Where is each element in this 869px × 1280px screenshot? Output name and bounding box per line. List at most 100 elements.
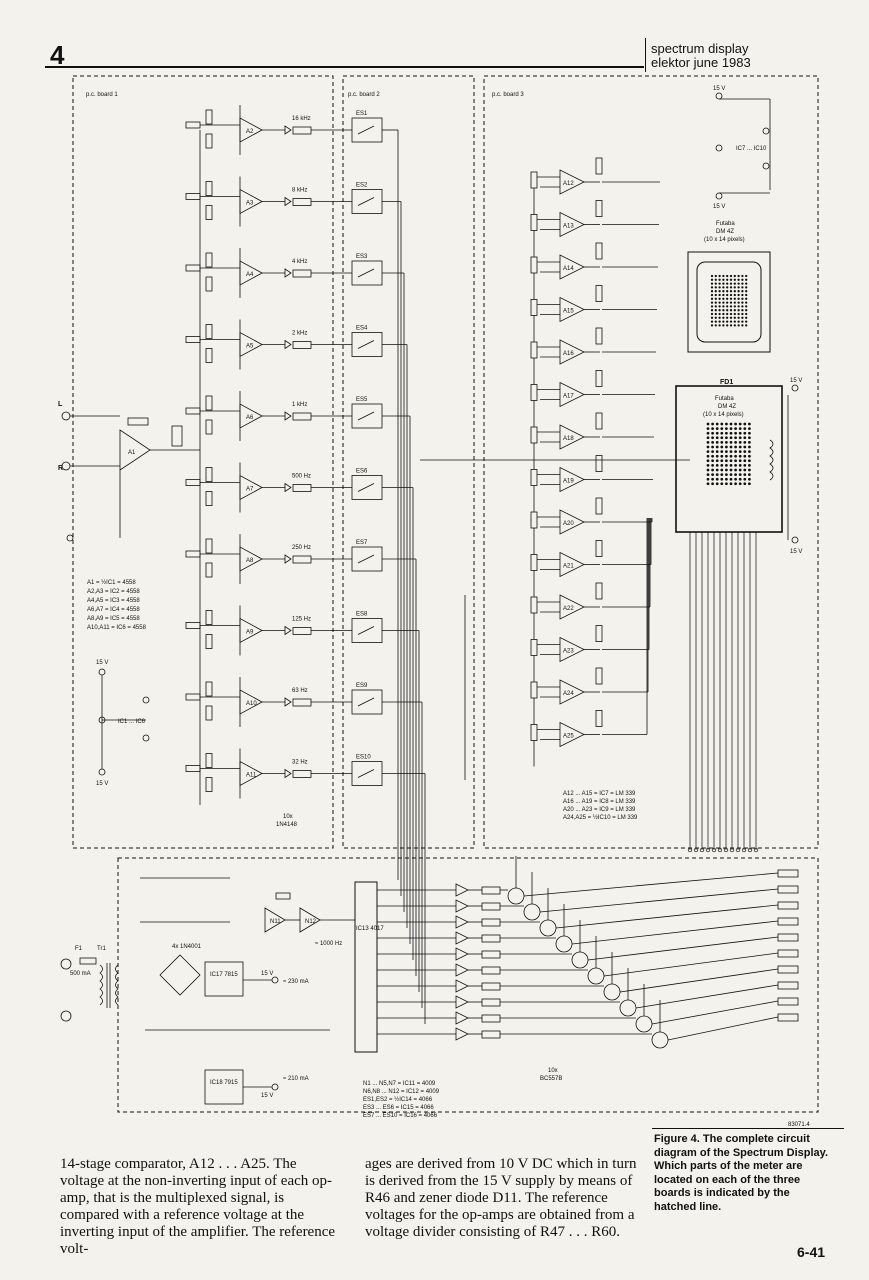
buffer-gate bbox=[455, 995, 469, 1009]
pixel bbox=[738, 441, 742, 444]
pixel bbox=[738, 454, 742, 458]
pixel bbox=[737, 324, 740, 327]
comparator-label: A12 bbox=[563, 181, 574, 187]
pixel bbox=[741, 320, 744, 323]
resistor bbox=[205, 133, 213, 149]
pixel bbox=[718, 282, 721, 285]
collector-resistor bbox=[777, 869, 799, 878]
divider-resistor bbox=[530, 384, 538, 401]
pixel bbox=[743, 464, 747, 467]
pixel bbox=[734, 464, 737, 467]
pixel bbox=[743, 450, 747, 453]
pixel bbox=[711, 464, 714, 467]
pixel bbox=[729, 441, 733, 444]
pixel bbox=[748, 477, 751, 481]
filter-freq-label: 63 Hz bbox=[292, 688, 308, 694]
pixel bbox=[722, 290, 725, 293]
comparator bbox=[530, 518, 648, 767]
comparator bbox=[530, 518, 649, 724]
resistor bbox=[205, 419, 213, 435]
pixel bbox=[718, 305, 721, 308]
transistor-symbol bbox=[603, 983, 621, 1001]
pixel bbox=[722, 305, 725, 308]
pixel bbox=[718, 312, 721, 316]
pixel bbox=[726, 309, 729, 312]
pixel bbox=[745, 316, 748, 319]
pixel bbox=[729, 482, 733, 486]
pixel bbox=[745, 320, 748, 323]
pixel bbox=[710, 286, 714, 289]
pixel bbox=[745, 309, 748, 312]
pixel bbox=[720, 464, 724, 467]
pixel bbox=[745, 282, 748, 285]
pixel bbox=[738, 468, 742, 472]
connector-pin bbox=[711, 847, 717, 853]
pixel bbox=[706, 445, 710, 449]
pixel bbox=[711, 427, 714, 430]
current-neg: ≈ 210 mA bbox=[283, 1076, 309, 1082]
pixel bbox=[741, 324, 744, 327]
resistor bbox=[185, 121, 201, 129]
pixel bbox=[722, 293, 725, 297]
pixel bbox=[722, 274, 725, 278]
switch-label: ES3 bbox=[356, 254, 368, 260]
connector-pin bbox=[753, 847, 759, 853]
comparator bbox=[530, 455, 653, 512]
pixel bbox=[743, 436, 747, 440]
fuse-value: 500 mA bbox=[70, 971, 91, 977]
pixel bbox=[729, 324, 733, 327]
filter-row bbox=[185, 248, 352, 298]
pixel bbox=[729, 316, 733, 319]
pixel bbox=[718, 316, 721, 319]
comparator-label: A16 bbox=[563, 351, 574, 357]
comparator-label: A23 bbox=[563, 649, 574, 655]
pixel bbox=[726, 282, 729, 285]
pixel bbox=[711, 454, 714, 458]
base-resistor bbox=[481, 966, 501, 975]
comparator-label: A19 bbox=[563, 479, 574, 485]
gate-n11: N11 bbox=[270, 919, 281, 925]
input-section bbox=[61, 411, 200, 542]
pixel bbox=[714, 274, 717, 278]
pixel bbox=[720, 450, 724, 453]
pixel bbox=[715, 422, 719, 426]
analog-switch bbox=[351, 618, 420, 992]
resistor bbox=[205, 634, 213, 649]
diode-symbol bbox=[284, 482, 292, 493]
pixel bbox=[729, 305, 733, 308]
comparator bbox=[530, 242, 658, 299]
buffer-gate bbox=[455, 963, 469, 977]
pixel bbox=[741, 312, 744, 316]
pixel bbox=[737, 316, 740, 319]
pixel bbox=[745, 297, 748, 300]
pixel bbox=[714, 312, 717, 316]
pixel bbox=[737, 297, 740, 300]
collector-resistor bbox=[777, 949, 799, 958]
pixel bbox=[725, 468, 728, 472]
resistor bbox=[205, 181, 213, 196]
psu-minus15-label: 15 V bbox=[261, 1093, 273, 1099]
pixel bbox=[741, 282, 744, 285]
divider-resistor bbox=[530, 171, 538, 189]
transistor-symbol bbox=[587, 967, 605, 985]
pixel bbox=[738, 464, 742, 467]
pixel bbox=[729, 286, 733, 289]
base-resistor bbox=[481, 1014, 501, 1023]
page-number: 4 bbox=[50, 40, 65, 70]
pullup-resistor bbox=[595, 455, 603, 472]
body-text-col1: 14-stage comparator, A12 . . . A25. The … bbox=[60, 1156, 336, 1257]
resistor bbox=[292, 627, 312, 635]
pullup-resistor bbox=[595, 370, 603, 387]
diode-symbol bbox=[284, 768, 292, 779]
board3-plus15-label: 15 V bbox=[713, 86, 725, 92]
diode-symbol bbox=[284, 697, 292, 707]
analog-switch bbox=[351, 546, 417, 976]
resistor bbox=[205, 324, 213, 339]
pixel bbox=[722, 320, 725, 323]
pixel bbox=[729, 320, 733, 323]
pixel bbox=[745, 274, 748, 278]
pixel bbox=[720, 454, 724, 458]
pixel bbox=[711, 473, 714, 476]
pixel bbox=[729, 282, 733, 285]
pixel bbox=[741, 297, 744, 300]
